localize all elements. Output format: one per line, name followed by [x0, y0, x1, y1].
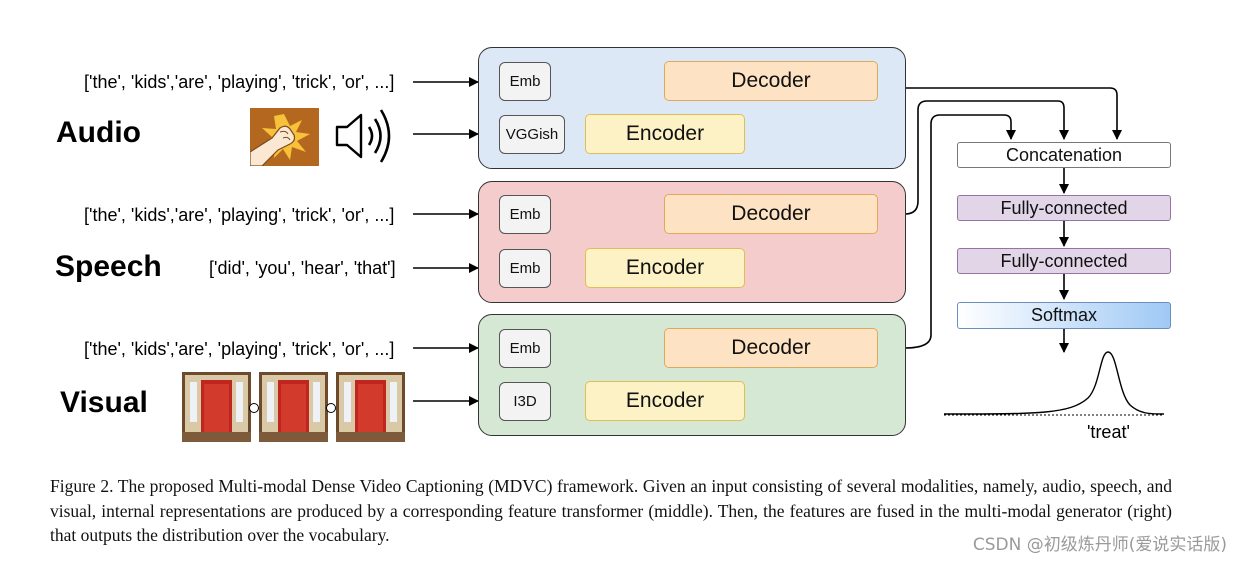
fully-connected-box-2: Fully-connected — [957, 248, 1171, 274]
output-word-label: 'treat' — [1087, 422, 1130, 442]
speech-input-emb-box: Emb — [499, 249, 551, 288]
visual-i3d-box: I3D — [499, 382, 551, 421]
video-frame-thumbnail — [182, 372, 251, 442]
speech-transcript-tokens: ['did', 'you', 'hear', 'that'] — [209, 258, 396, 278]
visual-encoder-box: Encoder — [585, 381, 745, 421]
visual-decoder-box: Decoder — [664, 328, 878, 368]
speech-emb-box: Emb — [499, 195, 551, 234]
visual-emb-box: Emb — [499, 329, 551, 368]
audio-encoder-box: Encoder — [585, 114, 745, 154]
speech-decoder-box: Decoder — [664, 194, 878, 234]
video-frame-thumbnail — [336, 372, 405, 442]
speech-modality-label: Speech — [55, 250, 162, 283]
audio-caption-tokens: ['the', 'kids','are', 'playing', 'trick'… — [84, 72, 395, 92]
visual-caption-tokens: ['the', 'kids','are', 'playing', 'trick'… — [84, 339, 395, 359]
speech-caption-tokens: ['the', 'kids','are', 'playing', 'trick'… — [84, 205, 395, 225]
composition-operator-icon — [249, 403, 259, 413]
audio-emb-box: Emb — [499, 62, 551, 101]
watermark: CSDN @初级炼丹师(爱说实话版) — [972, 535, 1227, 555]
audio-vggish-box: VGGish — [499, 115, 565, 154]
speech-encoder-box: Encoder — [585, 248, 745, 288]
audio-decoder-box: Decoder — [664, 61, 878, 101]
visual-modality-label: Visual — [60, 386, 148, 419]
softmax-box: Softmax — [957, 302, 1171, 329]
figure-caption: Figure 2. The proposed Multi-modal Dense… — [50, 476, 1172, 545]
speaker-icon — [333, 106, 397, 166]
fully-connected-box-1: Fully-connected — [957, 195, 1171, 221]
knocking-fist-icon — [249, 108, 319, 167]
composition-operator-icon — [326, 403, 336, 413]
video-frame-thumbnail — [259, 372, 328, 442]
audio-modality-label: Audio — [56, 116, 141, 149]
concatenation-box: Concatenation — [957, 142, 1171, 168]
